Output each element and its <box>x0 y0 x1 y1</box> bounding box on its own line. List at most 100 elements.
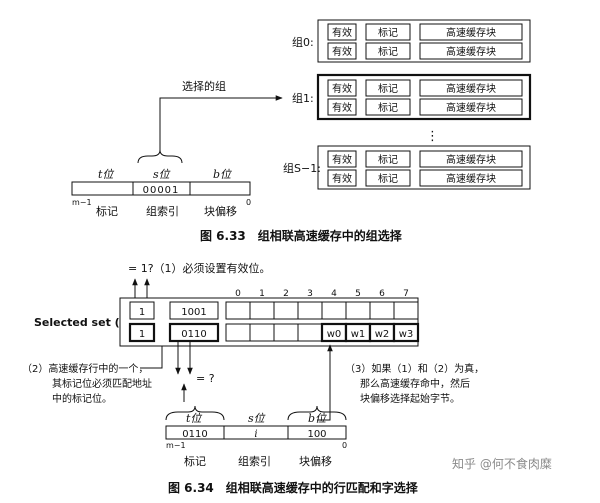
byte-cell <box>273 323 299 342</box>
valid-bit: 有效 <box>332 45 352 58</box>
note-2-line3: 中的标记位。 <box>52 392 112 405</box>
column-number: 6 <box>379 289 385 299</box>
note-2-line2: 其标记位必须匹配地址 <box>52 377 152 390</box>
valid-bit: 有效 <box>332 172 352 185</box>
byte-cell <box>273 301 299 320</box>
byte-cell <box>393 301 419 320</box>
word-label: w2 <box>375 329 390 340</box>
set-s-label: 组S−1: <box>283 161 321 175</box>
word-cell <box>392 322 420 343</box>
column-number: 0 <box>235 289 241 299</box>
column-number: 1 <box>259 289 265 299</box>
ellipsis: ⋮ <box>426 129 439 144</box>
lsb-label: 0 <box>342 441 347 450</box>
tag-field: 标记 <box>378 46 398 58</box>
tag-compare-eq: = ? <box>196 372 215 385</box>
byte-cell <box>297 301 323 320</box>
b-bits-label: b位 <box>308 412 327 425</box>
s-bits-value: 00001 <box>143 185 180 196</box>
column-number: 5 <box>355 289 361 299</box>
fig-6-33: 组0: 有效 标记 高速缓存块 有效 标记 高速缓存块 组1: 有效 标记 高速… <box>71 19 532 243</box>
b-bits-value: 100 <box>307 429 326 440</box>
cache-block: 高速缓存块 <box>446 26 496 39</box>
note-3-line1: （3）如果（1）和（2）为真， <box>345 362 484 375</box>
valid-bit: 有效 <box>332 82 352 95</box>
row2-valid: 1 <box>139 329 145 340</box>
cache-block: 高速缓存块 <box>446 82 496 95</box>
byte-cell <box>369 301 395 320</box>
byte-cell <box>297 323 323 342</box>
set-index-label: 组索引 <box>146 204 179 218</box>
cache-block: 高速缓存块 <box>446 45 496 58</box>
valid-bit: 有效 <box>332 26 352 39</box>
b-brace <box>287 405 347 421</box>
valid-bit: 有效 <box>332 101 352 114</box>
word-label: w3 <box>399 329 414 340</box>
tag-field: 标记 <box>378 173 398 185</box>
address-33: t位 s位 b位 00001 m−1 0 标记 组索引 块偏移 <box>71 168 251 218</box>
s-brace <box>137 149 183 164</box>
set-s-minus-1: 组S−1: 有效 标记 高速缓存块 有效 标记 高速缓存块 <box>283 145 531 190</box>
select-arrow <box>159 95 283 152</box>
row1-valid: 1 <box>139 307 145 318</box>
row1-tag: 1001 <box>181 307 206 318</box>
b-bits-label: b位 <box>213 168 232 181</box>
column-numbers: 0 1 2 3 4 5 6 7 <box>235 289 409 299</box>
tag-label: 标记 <box>96 204 118 218</box>
caption-6-33: 图 6.33 组相联高速缓存中的组选择 <box>200 228 403 243</box>
t-bits-label: t位 <box>98 168 114 181</box>
t-brace <box>165 405 225 421</box>
watermark: 知乎 @何不食肉糜 <box>452 456 552 471</box>
t-bits-label: t位 <box>186 412 202 425</box>
s-bits-value: i <box>254 429 257 440</box>
column-number: 2 <box>283 289 289 299</box>
note-3-line3: 块偏移选择起始字节。 <box>360 392 460 405</box>
set-1: 组1: 有效 标记 高速缓存块 有效 标记 高速缓存块 <box>292 73 532 121</box>
tag-label: 标记 <box>184 454 206 468</box>
valid-check-note: = 1?（1）必须设置有效位。 <box>128 261 271 275</box>
row2-tag: 0110 <box>181 329 206 340</box>
byte-cell <box>225 323 251 342</box>
set-0: 组0: 有效 标记 高速缓存块 有效 标记 高速缓存块 <box>292 19 531 63</box>
column-number: 7 <box>403 289 409 299</box>
word-label: w1 <box>351 329 366 340</box>
cache-block: 高速缓存块 <box>446 101 496 114</box>
note-3-line2: 那么高速缓存命中，然后 <box>360 377 470 390</box>
tag-field: 标记 <box>378 27 398 39</box>
selected-set-label: Selected set (i): <box>34 316 133 329</box>
s-bits-label: s位 <box>153 168 171 181</box>
byte-cell <box>249 301 275 320</box>
valid-bit: 有效 <box>332 153 352 166</box>
set-0-label: 组0: <box>292 35 314 49</box>
lsb-label: 0 <box>246 198 251 207</box>
msb-label: m−1 <box>72 198 92 207</box>
set-1-label: 组1: <box>292 91 314 105</box>
byte-cell <box>249 323 275 342</box>
block-offset-label: 块偏移 <box>299 454 332 468</box>
tag-field: 标记 <box>378 102 398 114</box>
row1-block <box>225 301 419 320</box>
row2-block: w0 w1 w2 w3 <box>225 322 420 343</box>
tag-field: 标记 <box>378 83 398 95</box>
cache-block: 高速缓存块 <box>446 172 496 185</box>
msb-label: m−1 <box>166 441 186 450</box>
column-number: 4 <box>331 289 337 299</box>
cache-block: 高速缓存块 <box>446 153 496 166</box>
selected-set-label: 选择的组 <box>182 79 226 93</box>
note-2-pointer <box>140 346 163 369</box>
column-number: 3 <box>307 289 313 299</box>
byte-cell <box>345 301 371 320</box>
byte-cell <box>225 301 251 320</box>
block-offset-label: 块偏移 <box>204 204 237 218</box>
caption-6-34: 图 6.34 组相联高速缓存中的行匹配和字选择 <box>168 480 419 495</box>
byte-cell <box>321 301 347 320</box>
address-34: t位 s位 b位 0110 i 100 m−1 0 标记 组索引 块偏移 <box>165 412 347 468</box>
tag-field: 标记 <box>378 154 398 166</box>
note-2-line1: （2）高速缓存行中的一个， <box>22 362 148 375</box>
word-label: w0 <box>327 329 342 340</box>
offset-arrow <box>317 344 333 421</box>
fig-6-34: = 1?（1）必须设置有效位。 0 1 2 3 4 5 6 7 Selected set (i… <box>22 261 552 495</box>
t-bits-value: 0110 <box>182 429 207 440</box>
s-bits-label: s位 <box>248 412 266 425</box>
